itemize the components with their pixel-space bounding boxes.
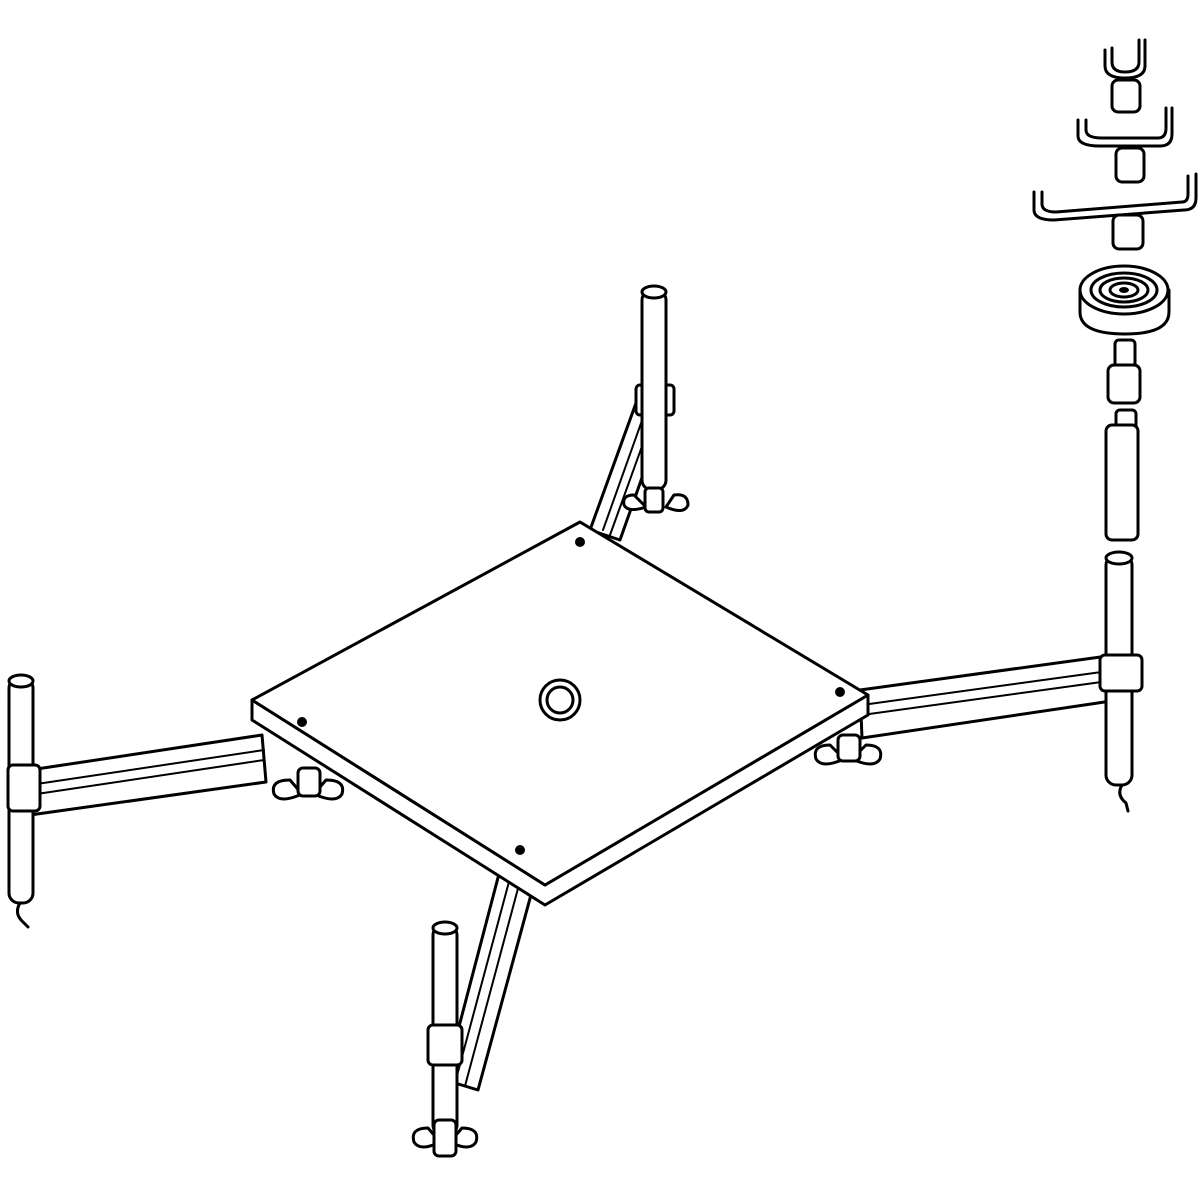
base-plate <box>250 520 870 907</box>
knob <box>1078 264 1171 336</box>
u-bracket-small <box>1103 38 1147 114</box>
arm-back <box>588 284 690 542</box>
wing-nut-left <box>271 766 345 801</box>
pin <box>1106 338 1142 405</box>
u-bracket-large <box>1032 172 1198 251</box>
wing-nut-front <box>411 1118 479 1158</box>
arm-right <box>813 550 1144 813</box>
wing-nut-right <box>813 733 883 766</box>
arm-left <box>6 673 345 929</box>
wing-nut-back <box>622 486 690 514</box>
u-bracket-medium <box>1076 106 1174 184</box>
exploded-parts <box>1032 38 1198 542</box>
extension-tube <box>1104 408 1140 542</box>
arm-front <box>411 868 537 1158</box>
